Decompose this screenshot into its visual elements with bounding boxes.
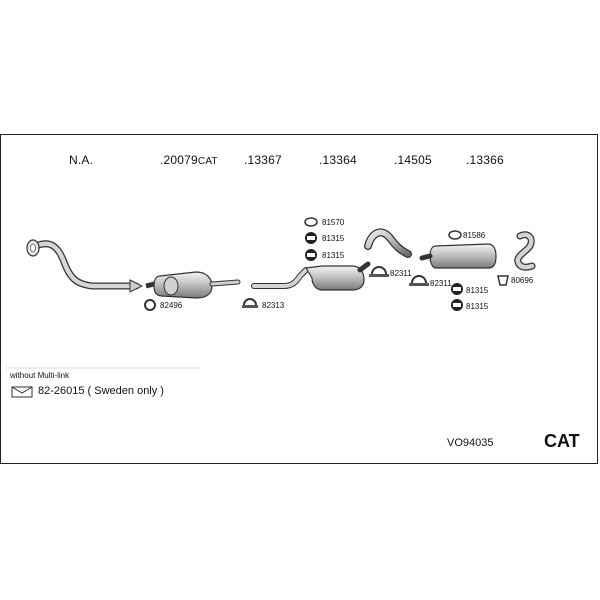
column-label-rear-silencer: .13366 — [466, 153, 504, 167]
kit-label: 82-26015 ( Sweden only ) — [38, 385, 164, 397]
ring-icon — [304, 217, 318, 227]
part-label-ring: 81570 — [322, 218, 345, 227]
rear-silencer — [419, 243, 497, 269]
part-label-clamp: 82311 — [390, 269, 412, 278]
intermediate-pipe — [364, 228, 412, 258]
rubber-mount-icon — [305, 232, 317, 244]
rubber-mount-icon — [451, 283, 463, 295]
variant-note: without Multi-link — [10, 371, 70, 380]
part-label-rubber-mount: 81315 — [322, 251, 345, 260]
clamp-icon — [369, 266, 389, 277]
part-label-hanger: 80696 — [511, 276, 534, 285]
part-label-rubber-mount: 81315 — [322, 234, 345, 243]
column-label-intermediate-pipe: .14505 — [394, 153, 432, 167]
diagram-frame — [0, 134, 598, 464]
column-label-middle-silencer: .13364 — [319, 153, 357, 167]
part-label-rubber-mount: 81315 — [466, 286, 489, 295]
part-label-rubber-mount: 81315 — [466, 302, 489, 311]
intermediate-front-pipe — [251, 267, 309, 289]
ring-icon — [448, 230, 462, 240]
envelope-kit-icon — [11, 386, 33, 398]
middle-silencer — [305, 261, 371, 291]
part-label-gasket: 82496 — [160, 301, 183, 310]
front-pipe — [26, 239, 144, 293]
column-label-front-pipe: .13367 — [244, 153, 282, 167]
system-code: VO94035 — [447, 437, 494, 449]
cat-badge: CAT — [544, 431, 580, 451]
column-label-catalyst: .20079CAT — [160, 153, 218, 167]
rubber-mount-icon — [451, 299, 463, 311]
gasket-icon — [144, 299, 156, 311]
clamp-icon — [242, 298, 258, 308]
catalytic-converter — [145, 271, 241, 299]
part-label-clamp: 82313 — [262, 301, 285, 310]
part-label-clamp: 82311 — [430, 279, 452, 288]
rubber-mount-icon — [305, 249, 317, 261]
clamp-icon — [409, 275, 429, 286]
column-label-na: N.A. — [69, 153, 94, 167]
tail-pipe — [514, 231, 536, 271]
part-label-ring: 81586 — [463, 231, 486, 240]
hanger-icon — [497, 275, 509, 286]
